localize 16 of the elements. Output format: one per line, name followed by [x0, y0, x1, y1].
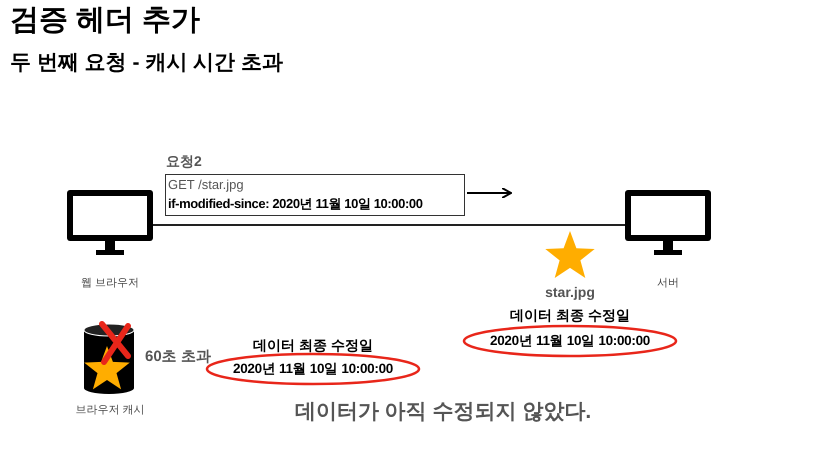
date-value: 2020년 11월 10일 10:00:00 — [233, 360, 393, 378]
node-label: 서버 — [657, 276, 679, 290]
request-line: GET /star.jpg — [168, 177, 244, 192]
note-text: 60초 초과 — [145, 347, 211, 366]
request-label: 요청2 — [166, 153, 202, 171]
node-label: 브라우저 캐시 — [75, 403, 145, 417]
header-line: if-modified-since: 2020년 11월 10일 10:00:00 — [168, 195, 423, 213]
date-heading: 데이터 최종 수정일 — [510, 307, 630, 325]
message-text: 데이터가 아직 수정되지 않았다. — [294, 399, 592, 425]
date-heading: 데이터 최종 수정일 — [253, 337, 373, 355]
connector-line — [153, 224, 625, 226]
node-label: star.jpg — [545, 284, 595, 300]
date-value: 2020년 11월 10일 10:00:00 — [490, 332, 650, 350]
subtitle: 두 번째 요청 - 캐시 시간 초과 — [10, 50, 283, 76]
node-label: 웹 브라우저 — [80, 276, 140, 290]
title: 검증 헤더 추가 — [10, 3, 200, 38]
